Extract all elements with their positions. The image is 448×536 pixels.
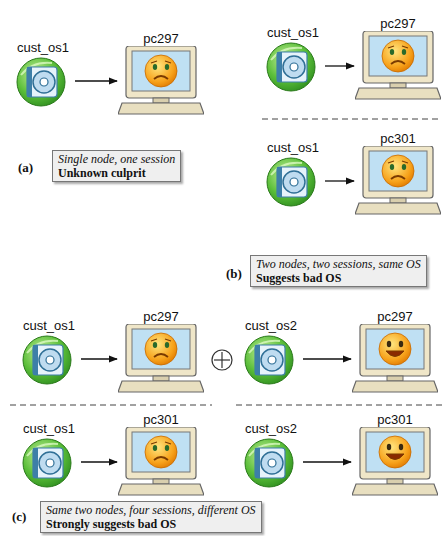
- session-arrow: [303, 358, 351, 359]
- cd-icon: [262, 155, 324, 207]
- os-image-icon: cust_os1: [18, 318, 80, 385]
- separator: [262, 119, 442, 120]
- os-label: cust_os1: [18, 421, 80, 436]
- cd-icon: [18, 436, 80, 488]
- node-label: pc297: [355, 16, 441, 31]
- computer-node: pc301: [355, 131, 441, 216]
- cd-icon: [240, 333, 302, 385]
- os-image-icon: cust_os1: [262, 140, 324, 207]
- caption-text: Suggests bad OS: [256, 271, 421, 285]
- session-arrow: [325, 65, 354, 66]
- computer-icon: [355, 146, 441, 216]
- cd-icon: [240, 436, 302, 488]
- computer-icon: [118, 46, 204, 116]
- caption-box: Two nodes, two sessions, same OSSuggests…: [250, 255, 427, 287]
- separator: [10, 405, 212, 406]
- computer-node: pc301: [118, 412, 204, 497]
- node-label: pc301: [355, 131, 441, 146]
- node-label: pc297: [352, 309, 438, 324]
- computer-icon: [118, 324, 204, 394]
- os-image-icon: cust_os1: [12, 40, 74, 107]
- os-image-icon: cust_os1: [262, 25, 324, 92]
- caption-text: Unknown culprit: [58, 166, 175, 180]
- caption-text: Two nodes, two sessions, same OS: [256, 257, 421, 271]
- panel-label: (c): [12, 509, 26, 525]
- cd-icon: [12, 55, 74, 107]
- os-image-icon: cust_os2: [240, 421, 302, 488]
- node-label: pc297: [118, 309, 204, 324]
- caption-box: Same two nodes, four sessions, different…: [40, 501, 262, 533]
- panel-label: (b): [226, 266, 242, 282]
- caption-text: Single node, one session: [58, 152, 175, 166]
- node-label: pc301: [118, 412, 204, 427]
- computer-node: pc297: [118, 309, 204, 394]
- computer-node: pc297: [352, 309, 438, 394]
- os-label: cust_os1: [262, 140, 324, 155]
- computer-icon: [118, 427, 204, 497]
- os-image-icon: cust_os1: [18, 421, 80, 488]
- session-arrow: [75, 80, 117, 81]
- os-label: cust_os1: [12, 40, 74, 55]
- os-label: cust_os2: [240, 421, 302, 436]
- circled-plus: [212, 350, 232, 370]
- os-label: cust_os2: [240, 318, 302, 333]
- node-label: pc297: [118, 31, 204, 46]
- computer-node: pc297: [355, 16, 441, 101]
- session-arrow: [81, 358, 117, 359]
- caption-text: Same two nodes, four sessions, different…: [46, 503, 256, 517]
- computer-node: pc301: [352, 412, 438, 497]
- cd-icon: [18, 333, 80, 385]
- computer-icon: [355, 31, 441, 101]
- os-label: cust_os1: [18, 318, 80, 333]
- caption-text: Strongly suggests bad OS: [46, 517, 256, 531]
- node-label: pc301: [352, 412, 438, 427]
- session-arrow: [81, 461, 117, 462]
- separator: [236, 405, 442, 406]
- cd-icon: [262, 40, 324, 92]
- panel-label: (a): [18, 160, 33, 176]
- session-arrow: [325, 180, 354, 181]
- caption-box: Single node, one sessionUnknown culprit: [52, 150, 181, 182]
- computer-node: pc297: [118, 31, 204, 116]
- computer-icon: [352, 427, 438, 497]
- os-image-icon: cust_os2: [240, 318, 302, 385]
- computer-icon: [352, 324, 438, 394]
- session-arrow: [303, 461, 351, 462]
- os-label: cust_os1: [262, 25, 324, 40]
